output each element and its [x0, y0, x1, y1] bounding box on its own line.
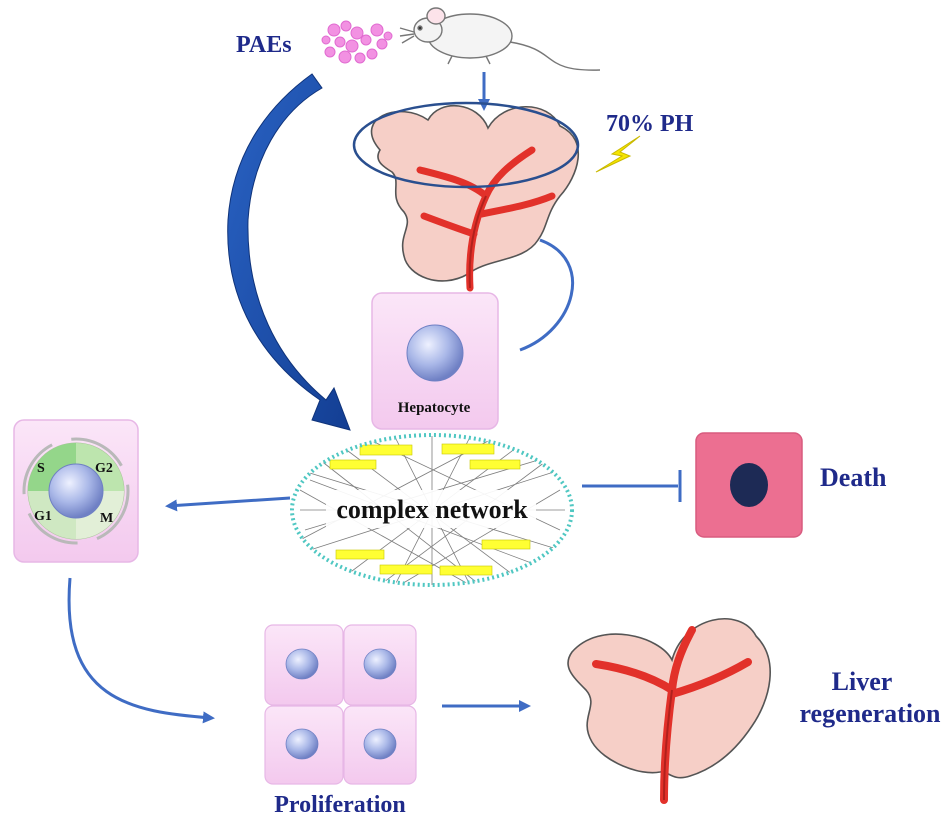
- complex-network: complex network: [290, 433, 574, 587]
- phase-g2-label: G2: [95, 461, 113, 476]
- death-cell: [695, 432, 803, 538]
- lightning-bolt-icon: [595, 135, 641, 173]
- cellcycle-to-proliferation-arrow: [67, 577, 215, 724]
- mouse-icon: [399, 7, 601, 71]
- proliferation-cells: [264, 624, 417, 785]
- cell-icon: [343, 705, 417, 785]
- network-to-cellcycle-arrow: [165, 496, 291, 512]
- hepatocyte-cell: Hepatocyte: [371, 292, 499, 430]
- liver-regeneration-label-line1: Liver: [832, 667, 893, 696]
- cell-icon: [264, 705, 344, 785]
- paes-label: PAEs: [236, 32, 292, 58]
- phase-m-label: M: [100, 511, 113, 526]
- hepatocyte-label: Hepatocyte: [398, 400, 471, 416]
- cell-cycle-cell: [13, 419, 139, 563]
- phase-s-label: S: [37, 461, 45, 476]
- paes-dots-icon: [321, 20, 393, 64]
- liver-regeneration-label-line2: regeneration: [799, 699, 941, 728]
- regenerated-liver-icon: [567, 618, 771, 804]
- proliferation-label: Proliferation: [274, 792, 406, 818]
- liver-to-hepatocyte-connector: [519, 238, 575, 352]
- death-label: Death: [820, 463, 887, 492]
- resection-ellipse: [352, 101, 580, 189]
- paes-effect-arrow: [227, 73, 351, 431]
- liver-icon: [370, 105, 579, 292]
- phase-g1-label: G1: [34, 509, 52, 524]
- ph-label: 70% PH: [606, 111, 694, 137]
- cell-icon: [343, 624, 417, 706]
- cell-icon: [264, 624, 344, 706]
- network-label: complex network: [336, 495, 528, 524]
